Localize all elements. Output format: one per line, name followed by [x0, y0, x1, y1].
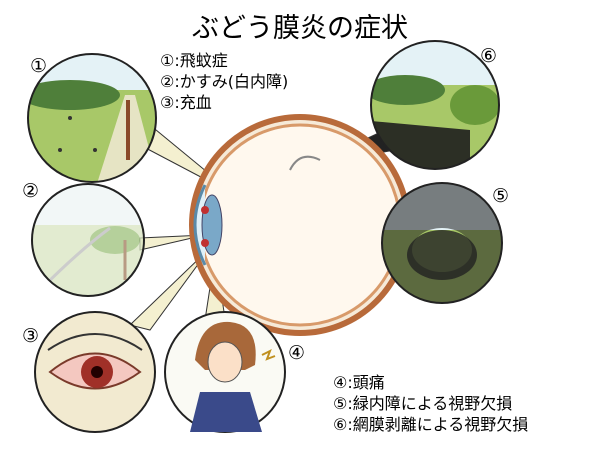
legend-top: ①:飛蚊症 ②:かすみ(白内障) ③:充血: [160, 50, 288, 113]
callout-3: [129, 247, 211, 331]
legend-item: ②:かすみ(白内障): [160, 72, 289, 91]
scene-blurred-vision: [31, 183, 145, 297]
label-1: ①: [30, 55, 48, 77]
scene-red-eye: [34, 311, 156, 433]
scene-headache: [164, 311, 286, 433]
legend-item: ④:頭痛: [333, 373, 385, 392]
eyeball: [189, 114, 441, 336]
legend-item: ③:充血: [160, 93, 212, 112]
scene-glaucoma: [381, 182, 503, 304]
legend-item: ⑤:緑内障による視野欠損: [333, 394, 513, 413]
label-4: ④: [288, 342, 306, 364]
page-title: ぶどう膜炎の症状: [192, 13, 408, 44]
label-6: ⑥: [480, 45, 498, 67]
legend-bottom: ④:頭痛 ⑤:緑内障による視野欠損 ⑥:網膜剥離による視野欠損: [333, 372, 528, 435]
legend-item: ⑥:網膜剥離による視野欠損: [333, 415, 529, 434]
legend-item: ①:飛蚊症: [160, 51, 228, 70]
label-2: ②: [22, 180, 40, 202]
label-5: ⑤: [492, 185, 510, 207]
label-3: ③: [22, 325, 40, 347]
